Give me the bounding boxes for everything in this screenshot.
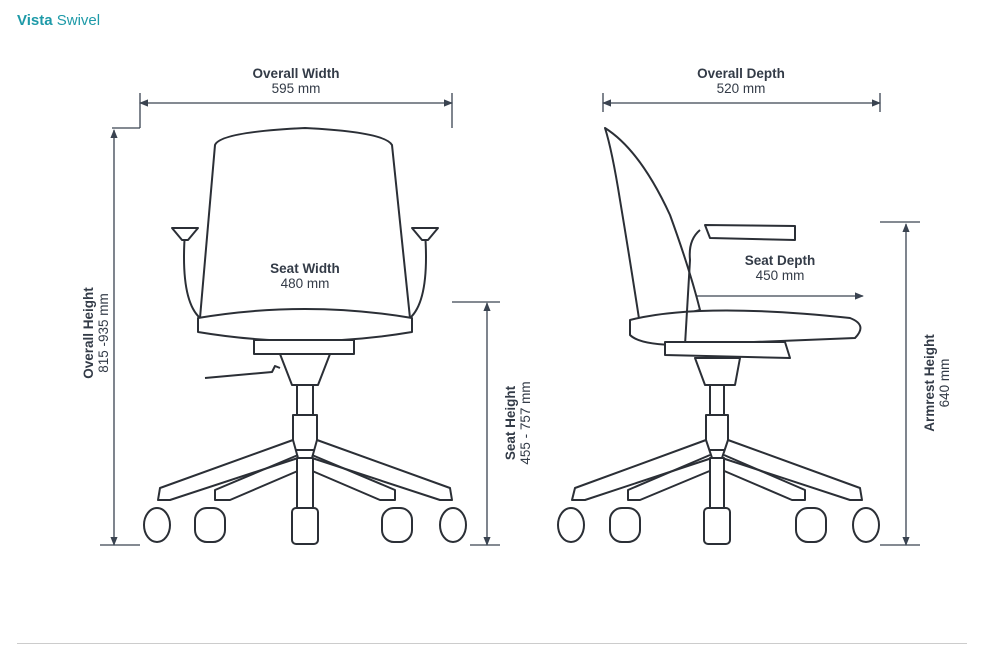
armrest-height-value: 640 mm <box>937 358 952 408</box>
seat-height-title: Seat Height <box>503 385 518 461</box>
seat-depth-title: Seat Depth <box>744 253 816 268</box>
footer-divider <box>17 643 967 644</box>
seat-height-value: 455 - 757 mm <box>518 381 533 465</box>
overall-depth-value: 520 mm <box>716 81 766 96</box>
overall-height-title: Overall Height <box>81 287 96 379</box>
overall-width-value: 595 mm <box>271 81 321 96</box>
armrest-height-title: Armrest Height <box>922 334 937 432</box>
overall-depth-title: Overall Depth <box>697 66 785 81</box>
product-title: Vista Swivel <box>17 12 100 29</box>
seat-width-title: Seat Width <box>270 261 340 276</box>
chair-front-view <box>143 127 467 545</box>
title-brand: Vista <box>17 12 53 29</box>
chair-side-view <box>557 127 880 545</box>
seat-width-value: 480 mm <box>280 276 330 291</box>
overall-width-title: Overall Width <box>252 66 340 81</box>
title-model: Swivel <box>56 12 101 29</box>
seat-depth-value: 450 mm <box>755 268 805 283</box>
overall-height-value: 815 -935 mm <box>96 293 111 373</box>
